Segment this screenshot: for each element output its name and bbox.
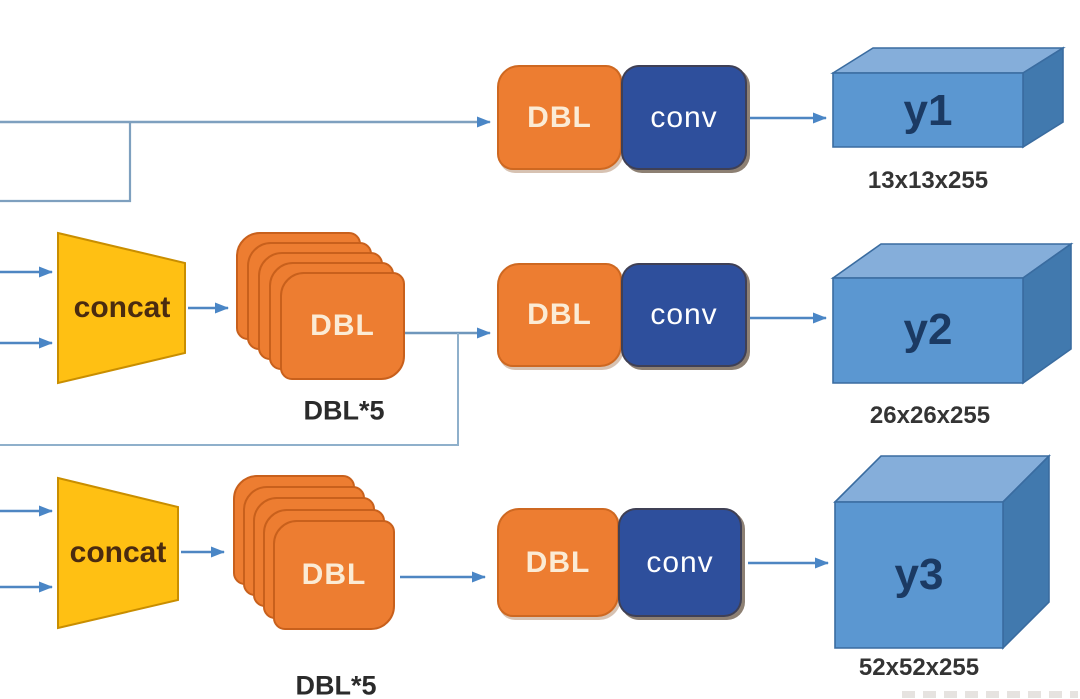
- y2-output-label: y2: [903, 305, 953, 354]
- watermark-smudge: [902, 691, 1078, 698]
- conv-block-row2: conv: [621, 263, 747, 367]
- conv-block-row3-label: conv: [646, 545, 714, 579]
- y3-dimensions-label: 52x52x255: [858, 654, 980, 681]
- dbl-stack-row3-front-card: DBL: [273, 520, 395, 630]
- dbl-block-row3: DBL: [497, 508, 619, 617]
- dbl-x5-row2-label: DBL*5: [303, 395, 385, 426]
- conv-block-row3: conv: [618, 508, 742, 617]
- conv-block-row2-label: conv: [650, 298, 718, 331]
- wire-branch-top-left: [0, 122, 132, 203]
- dbl-block-row2-label: DBL: [527, 298, 592, 331]
- y3-output-label: y3: [894, 550, 944, 599]
- y1-dimensions-label: 13x13x255: [867, 167, 989, 194]
- dbl-x5-row3-label: DBL*5: [295, 670, 377, 699]
- dbl-stack-row2-front-card: DBL: [280, 272, 405, 380]
- concat-row3-label: concat: [69, 536, 167, 569]
- y1-output-label: y1: [903, 86, 953, 135]
- concat-shape-row3: [57, 476, 179, 630]
- conv-block-row1: conv: [621, 65, 747, 170]
- y1-cuboid: [830, 46, 1066, 149]
- wire-branch-row2-down: [0, 333, 459, 446]
- dbl-block-row3-label: DBL: [525, 545, 591, 579]
- dbl-block-row1: DBL: [497, 65, 622, 170]
- dbl-block-row1-label: DBL: [527, 100, 592, 134]
- concat-row2-label: concat: [73, 291, 171, 324]
- y2-cuboid: [830, 242, 1074, 385]
- dbl-stack-row2-label: DBL: [310, 309, 375, 342]
- y2-dimensions-label: 26x26x255: [869, 402, 991, 429]
- conv-block-row1-label: conv: [650, 100, 718, 134]
- concat-shape-row2: [57, 231, 186, 385]
- dbl-block-row2: DBL: [497, 263, 622, 367]
- y3-cuboid: [833, 454, 1051, 650]
- dbl-stack-row3-label: DBL: [301, 558, 367, 591]
